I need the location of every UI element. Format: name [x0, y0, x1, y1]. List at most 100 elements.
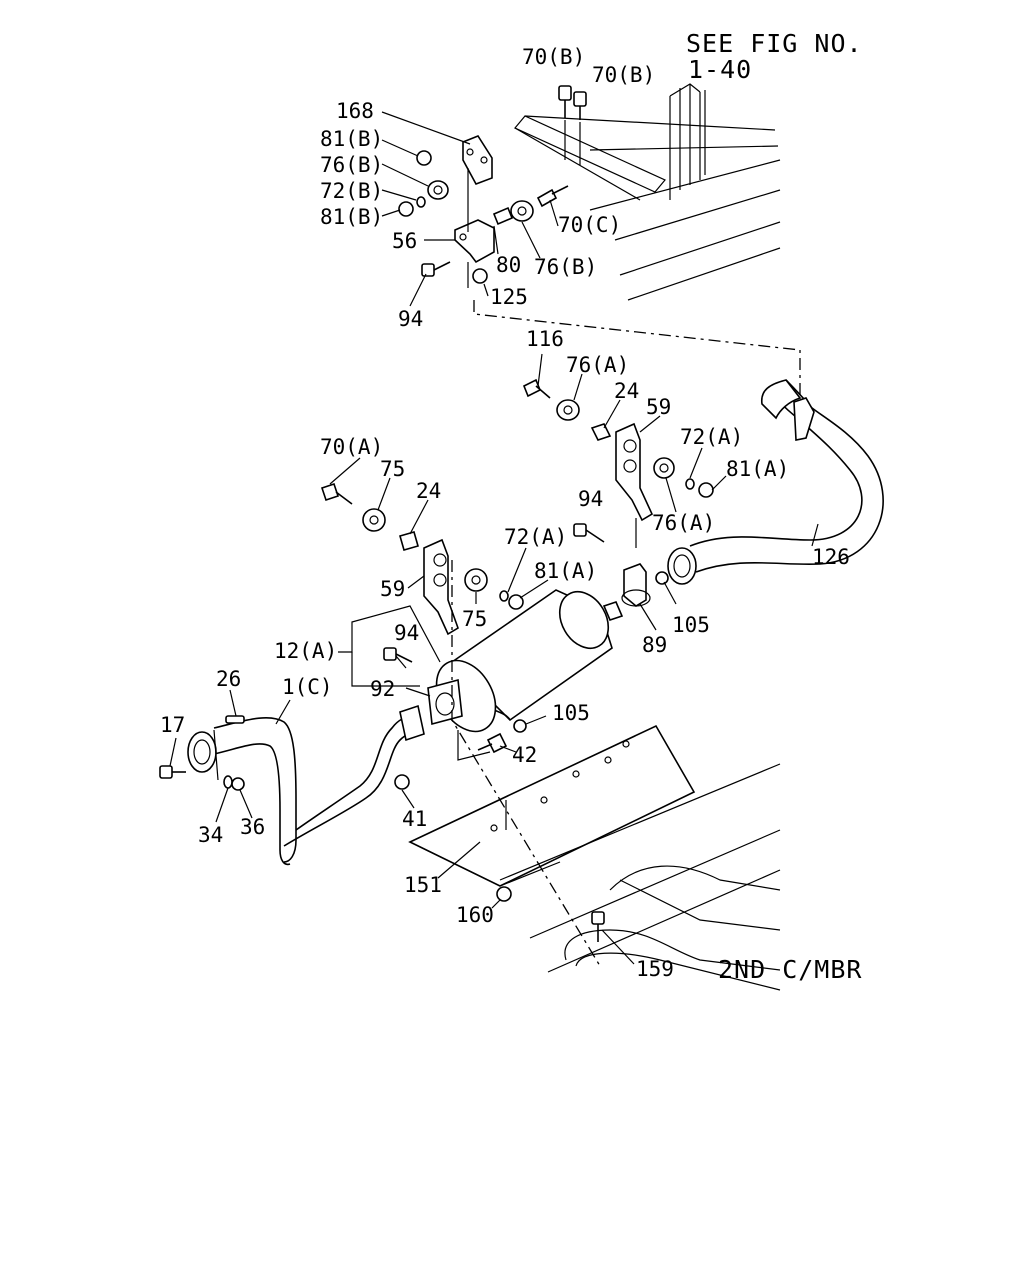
- callout-76b-1: 76(B): [320, 153, 383, 177]
- bolt-159: [591, 911, 605, 942]
- callout-81a-2: 81(A): [534, 559, 597, 583]
- callout-70c: 70(C): [558, 213, 621, 237]
- washer-72b: [416, 196, 426, 208]
- callout-94-1: 94: [398, 307, 423, 331]
- nut-81a-1: [698, 482, 714, 498]
- bolt-42: [477, 732, 508, 754]
- callout-75-2: 75: [462, 607, 487, 631]
- nut-81b-2: [398, 201, 414, 217]
- callout-72a-1: 72(A): [680, 425, 743, 449]
- heat-shield-151: [408, 724, 696, 902]
- callout-168: 168: [336, 99, 374, 123]
- bolt-94-mid: [573, 523, 605, 543]
- bushing-76a-1: [556, 399, 580, 421]
- washer-34: [223, 775, 233, 789]
- callout-76a-2: 76(A): [652, 511, 715, 535]
- callout-105-1: 105: [672, 613, 710, 637]
- callout-59-1: 59: [646, 395, 671, 419]
- left-hanger-assembly: [320, 482, 524, 636]
- callout-24-2: 24: [416, 479, 441, 503]
- callout-72a-2: 72(A): [504, 525, 567, 549]
- callout-12a: 12(A): [274, 639, 337, 663]
- callout-56: 56: [392, 229, 417, 253]
- callout-80: 80: [496, 253, 521, 277]
- nut-81b-1: [416, 150, 432, 166]
- callout-26: 26: [216, 667, 241, 691]
- callout-42: 42: [512, 743, 537, 767]
- callout-94-2: 94: [578, 487, 603, 511]
- callout-125: 125: [490, 285, 528, 309]
- nut-105-1: [655, 571, 669, 585]
- link-upper-hanger: [473, 300, 801, 400]
- sleeve-80: [492, 206, 514, 226]
- bolt-94-upper: [421, 261, 451, 277]
- inlet-flange: [187, 731, 217, 773]
- bolt-70b-1: [558, 85, 572, 118]
- nut-105-2: [513, 719, 527, 733]
- tailpipe-hook: [793, 397, 815, 441]
- callout-81b-2: 81(B): [320, 205, 383, 229]
- callout-70a: 70(A): [320, 435, 383, 459]
- bracket-168: [462, 135, 493, 185]
- callout-81a-1: 81(A): [726, 457, 789, 481]
- callout-94-3: 94: [394, 621, 419, 645]
- bushing-76a-2: [653, 457, 675, 479]
- nut-160: [496, 886, 512, 902]
- callout-116: 116: [526, 327, 564, 351]
- outlet-flange: [399, 704, 425, 742]
- bolt-94-lower: [383, 647, 413, 663]
- clamp-89-assembly: [573, 523, 669, 607]
- callout-59-2: 59: [380, 577, 405, 601]
- see-fig-label: SEE FIG NO.: [686, 29, 863, 58]
- bolt-70b-2: [573, 91, 587, 120]
- spacer-24-1: [590, 423, 612, 441]
- bracket-59-1: [615, 422, 654, 522]
- callout-92: 92: [370, 677, 395, 701]
- tailpipe-end: [667, 547, 697, 585]
- upper-hanger-assembly: [398, 85, 587, 288]
- front-pipe-1c: [159, 704, 425, 866]
- washer-72a-1: [685, 478, 695, 490]
- bracket-56: [454, 219, 495, 264]
- nut-41: [394, 774, 410, 790]
- bracket-59-2: [423, 538, 459, 636]
- muffler-12a: [383, 589, 624, 761]
- bushing-76b-1: [427, 180, 449, 200]
- bushing-76b-2: [510, 200, 534, 222]
- callout-159: 159: [636, 957, 674, 981]
- callout-76b-2: 76(B): [534, 255, 597, 279]
- second-crossmember-label: 2ND C/MBR: [718, 955, 862, 984]
- part-callouts: 70(B) 70(B) 168 81(B) 76(B) 72(B) 81(B) …: [160, 45, 850, 981]
- bushing-75-2: [464, 568, 488, 592]
- stud-26: [225, 715, 245, 724]
- frame-crossmember-upper: [514, 83, 781, 301]
- callout-34: 34: [198, 823, 223, 847]
- callout-89: 89: [642, 633, 667, 657]
- callout-81b-1: 81(B): [320, 127, 383, 151]
- washer-72a-2: [499, 590, 509, 602]
- nut-125: [472, 268, 488, 284]
- see-fig-number: 1-40: [688, 55, 752, 84]
- callout-160: 160: [456, 903, 494, 927]
- callout-75-1: 75: [380, 457, 405, 481]
- callout-70b-1: 70(B): [522, 45, 585, 69]
- bolt-17: [159, 765, 186, 779]
- callout-41: 41: [402, 807, 427, 831]
- right-hanger-assembly: [522, 378, 714, 548]
- callout-126: 126: [812, 545, 850, 569]
- leader-lines: [169, 111, 819, 965]
- bushing-75-1: [362, 508, 386, 532]
- bolt-70a: [320, 482, 353, 505]
- nut-36: [231, 777, 245, 791]
- bolt-70c: [536, 185, 569, 208]
- callout-76a-1: 76(A): [566, 353, 629, 377]
- callout-70b-2: 70(B): [592, 63, 655, 87]
- reference-labels: SEE FIG NO. 1-40 2ND C/MBR: [686, 29, 863, 984]
- callout-72b: 72(B): [320, 179, 383, 203]
- callout-36: 36: [240, 815, 265, 839]
- callout-1c: 1(C): [282, 675, 333, 699]
- tailpipe-126: [667, 379, 884, 585]
- callout-151: 151: [404, 873, 442, 897]
- callout-24-1: 24: [614, 379, 639, 403]
